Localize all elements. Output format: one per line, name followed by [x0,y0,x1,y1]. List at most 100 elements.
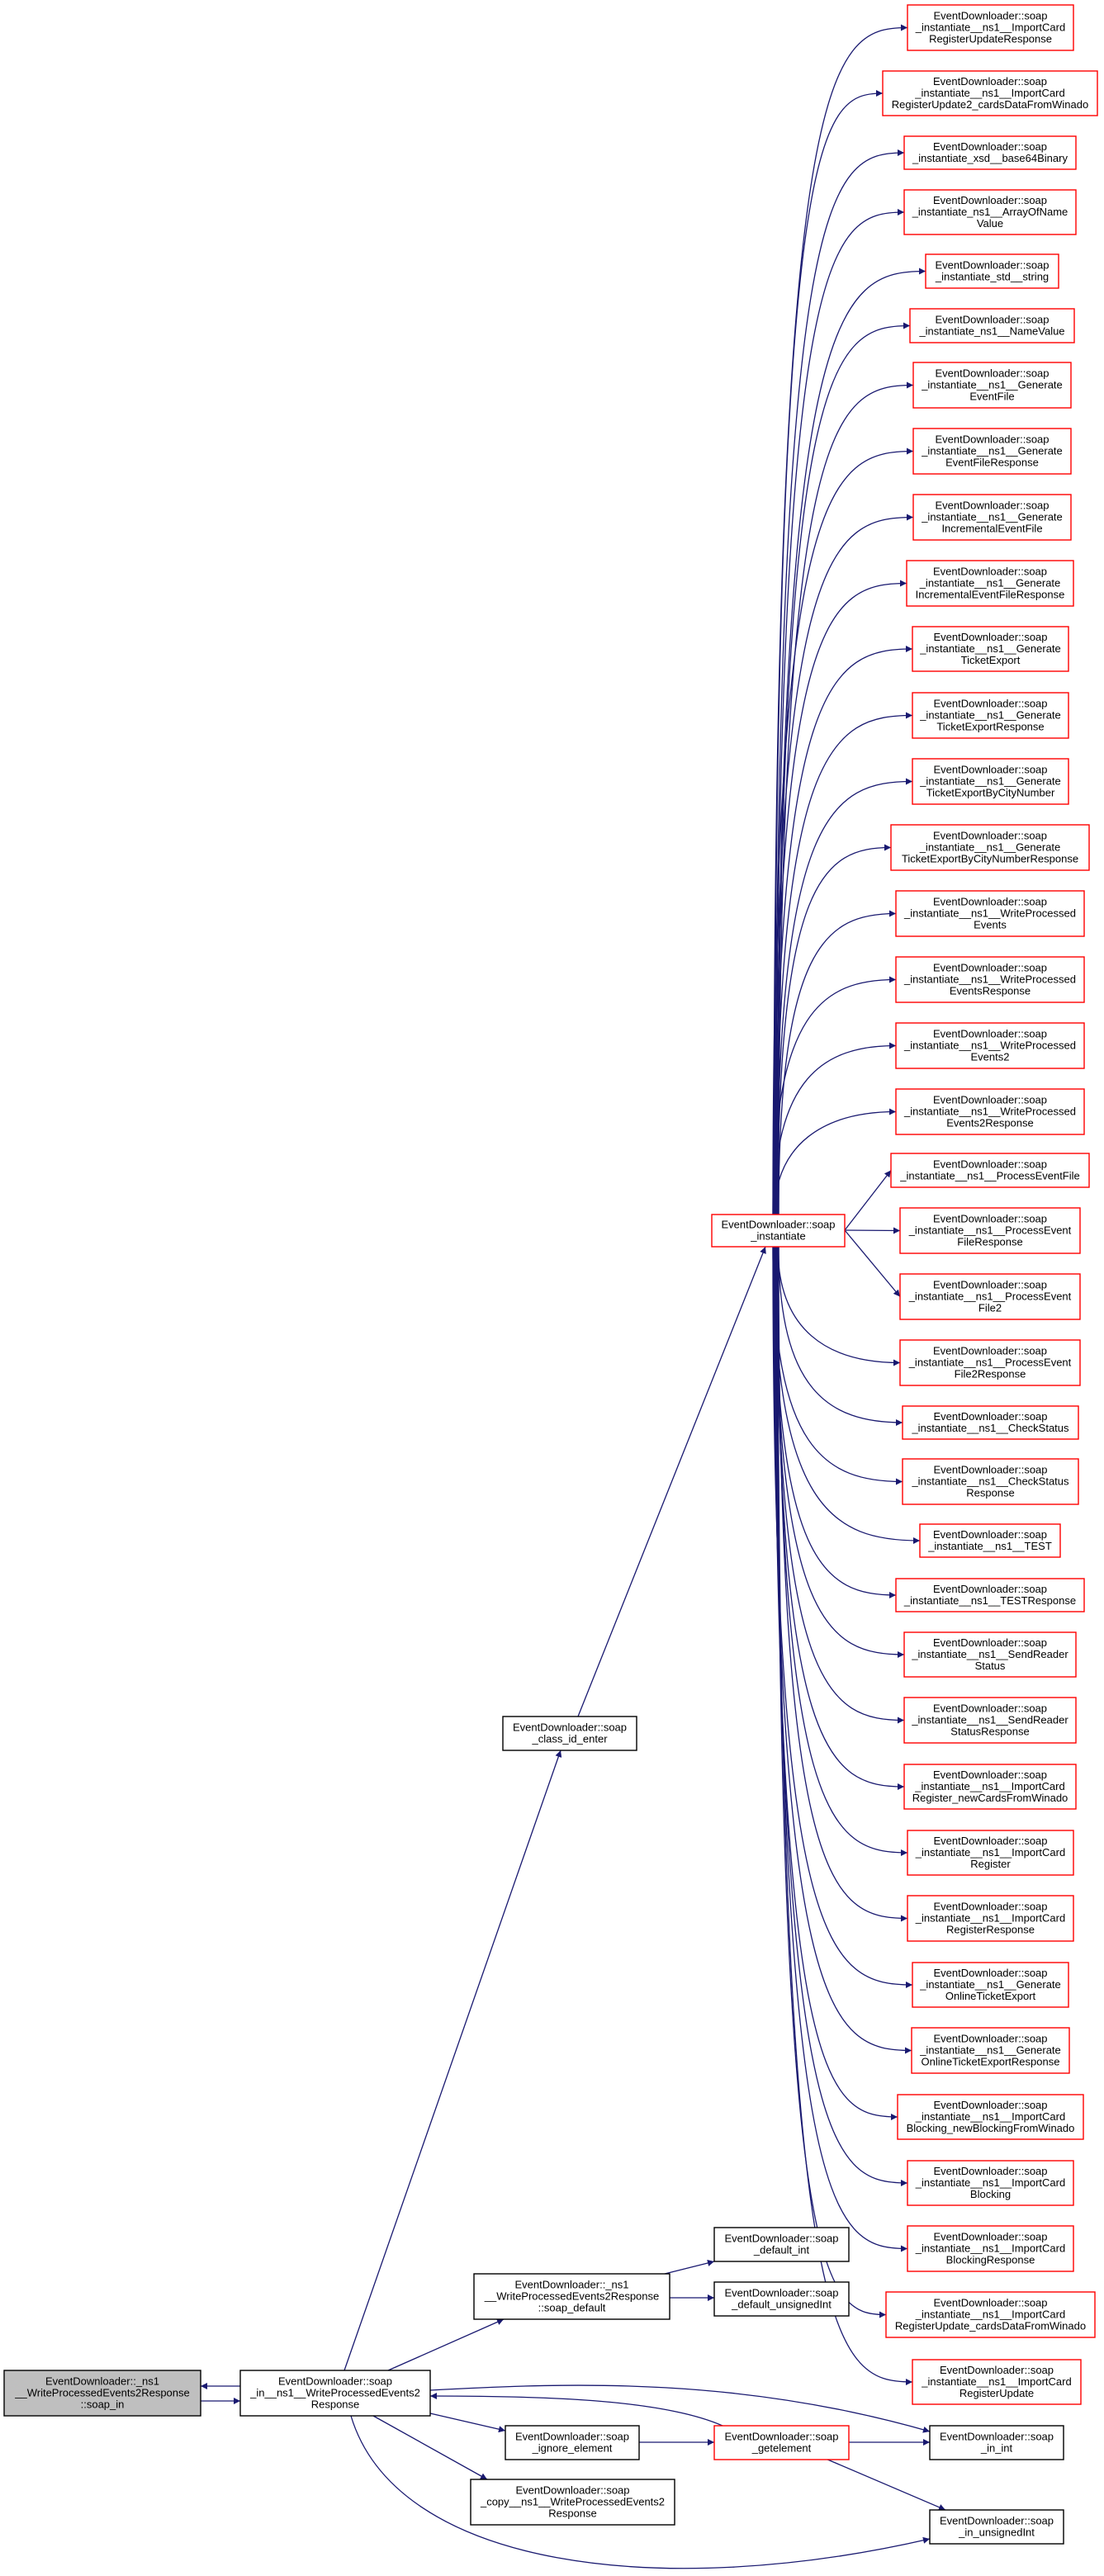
node-label-line: _instantiate_std__string [935,271,1049,283]
node-box [907,2160,1074,2206]
node-r31[interactable]: EventDownloader::soap_instantiate__ns1__… [907,1895,1074,1942]
node-box [239,2370,431,2417]
node-label-line: Response [311,2398,360,2411]
node-r27[interactable]: EventDownloader::soap_instantiate__ns1__… [903,1631,1077,1678]
node-box [895,1578,1085,1612]
node-instantiate[interactable]: EventDownloader::soap_instantiate [711,1214,846,1248]
node-r34[interactable]: EventDownloader::soap_instantiate__ns1__… [897,2094,1084,2140]
node-r19[interactable]: EventDownloader::soap_instantiate__ns1__… [890,1153,1090,1188]
node-default-int[interactable]: EventDownloader::soap_default_int [713,2227,850,2262]
node-label-line: EventDownloader::soap [933,2231,1047,2243]
node-soap-default[interactable]: EventDownloader::_ns1__WriteProcessedEve… [473,2273,670,2320]
node-label-line: _instantiate__ns1__ImportCard [915,2308,1065,2321]
node-label-line: _instantiate_xsd__base64Binary [912,152,1068,164]
node-box [903,135,1077,170]
node-r2[interactable]: EventDownloader::soap_instantiate__ns1__… [882,70,1098,116]
node-label-line: _instantiate__ns1__ProcessEvent [908,1290,1072,1303]
node-in-ns1[interactable]: EventDownloader::soap_in__ns1__WriteProc… [239,2370,431,2417]
node-label-line: EventDownloader::soap [724,2431,838,2443]
node-class-id-enter[interactable]: EventDownloader::soap_class_id_enter [502,1716,637,1751]
node-r10[interactable]: EventDownloader::soap_instantiate__ns1__… [906,560,1074,607]
node-box [912,362,1072,409]
node-label-line: EventDownloader::soap [513,1721,627,1734]
node-r14[interactable]: EventDownloader::soap_instantiate__ns1__… [890,824,1090,871]
node-label-line: EventDownloader::soap [933,1028,1047,1040]
node-copy[interactable]: EventDownloader::soap_copy__ns1__WritePr… [470,2479,675,2526]
edge-instantiate-to-r16 [772,976,897,1215]
node-label-line: _in__ns1__WriteProcessedEvents2 [249,2387,420,2399]
node-label-line: EventDownloader::soap [935,500,1049,512]
node-r7[interactable]: EventDownloader::soap_instantiate__ns1__… [912,362,1072,409]
node-label-line: BlockingResponse [946,2254,1035,2266]
node-label-line: EventDownloader::soap [935,433,1049,446]
node-r15[interactable]: EventDownloader::soap_instantiate__ns1__… [895,890,1085,937]
node-label-line: TicketExportResponse [936,721,1044,733]
node-r30[interactable]: EventDownloader::soap_instantiate__ns1__… [907,1830,1074,1876]
node-label-line: _copy__ns1__WriteProcessedEvents2 [480,2496,665,2508]
edge-instantiate-to-r1 [773,24,908,1215]
node-r22[interactable]: EventDownloader::soap_instantiate__ns1__… [899,1339,1081,1386]
node-r8[interactable]: EventDownloader::soap_instantiate__ns1__… [912,428,1072,475]
node-r21[interactable]: EventDownloader::soap_instantiate__ns1__… [899,1273,1081,1320]
edge-instantiate-to-r12 [775,712,913,1215]
node-label-line: Blocking_newBlockingFromWinado [907,2122,1075,2134]
node-label-line: Blocking [970,2188,1011,2200]
node-r32[interactable]: EventDownloader::soap_instantiate__ns1__… [912,1962,1069,2008]
node-label-line: EventFileResponse [945,457,1039,469]
node-r38[interactable]: EventDownloader::soap_instantiate__ns1__… [912,2359,1082,2405]
node-label-line: EventDownloader::soap [933,1835,1047,1847]
node-r3[interactable]: EventDownloader::soap_instantiate_xsd__b… [903,135,1077,170]
node-r12[interactable]: EventDownloader::soap_instantiate__ns1__… [912,692,1069,739]
node-r6[interactable]: EventDownloader::soap_instantiate_ns1__N… [909,308,1075,343]
node-box [906,560,1074,607]
node-label-line: IncrementalEventFileResponse [916,589,1065,601]
node-default-unsignedInt[interactable]: EventDownloader::soap_default_unsignedIn… [713,2281,850,2317]
edge-instantiate-to-r17 [773,1042,897,1215]
edge-instantiate-to-r27 [775,1246,905,1658]
node-label-line: RegisterResponse [946,1924,1035,1936]
node-label-line: EventDownloader::soap [935,314,1049,326]
node-r4[interactable]: EventDownloader::soap_instantiate_ns1__A… [903,189,1077,235]
node-r11[interactable]: EventDownloader::soap_instantiate__ns1__… [912,626,1069,672]
node-ignore-element[interactable]: EventDownloader::soap_ignore_element [505,2425,640,2460]
node-r26[interactable]: EventDownloader::soap_instantiate__ns1__… [895,1578,1085,1612]
node-label-line: _class_id_enter [531,1733,608,1745]
node-r25[interactable]: EventDownloader::soap_instantiate__ns1__… [919,1523,1061,1558]
node-r16[interactable]: EventDownloader::soap_instantiate__ns1__… [895,956,1085,1003]
node-r37[interactable]: EventDownloader::soap_instantiate__ns1__… [885,2291,1096,2338]
node-r17[interactable]: EventDownloader::soap_instantiate__ns1__… [895,1022,1085,1069]
node-r29[interactable]: EventDownloader::soap_instantiate__ns1__… [903,1764,1077,1810]
node-r13[interactable]: EventDownloader::soap_instantiate__ns1__… [912,758,1069,805]
node-label-line: EventDownloader::soap [933,1636,1047,1649]
node-label-line: EventDownloader::soap [933,2297,1047,2309]
node-label-line: EventDownloader::soap [278,2375,392,2388]
node-label-line: EventDownloader::soap [933,1094,1047,1106]
node-box [899,1273,1081,1320]
node-in-unsignedInt[interactable]: EventDownloader::soap_in_unsignedInt [929,2509,1064,2545]
node-label-line: EventDownloader::soap [935,367,1049,380]
node-box [897,2094,1084,2140]
node-box [909,308,1075,343]
node-r35[interactable]: EventDownloader::soap_instantiate__ns1__… [907,2160,1074,2206]
node-r5[interactable]: EventDownloader::soap_instantiate_std__s… [925,253,1059,289]
node-r28[interactable]: EventDownloader::soap_instantiate__ns1__… [903,1697,1077,1744]
node-getelement[interactable]: EventDownloader::soap_getelement [713,2425,850,2460]
node-in-int[interactable]: EventDownloader::soap_in_int [929,2425,1064,2460]
node-label-line: _instantiate__ns1__SendReader [911,1648,1068,1660]
node-label-line: _instantiate__ns1__Generate [921,445,1063,457]
node-r18[interactable]: EventDownloader::soap_instantiate__ns1__… [895,1088,1085,1135]
node-r33[interactable]: EventDownloader::soap_instantiate__ns1__… [911,2027,1070,2074]
node-r1[interactable]: EventDownloader::soap_instantiate__ns1__… [907,4,1074,51]
edge-getelement-to-in_unsignedInt [825,2458,946,2511]
node-r23[interactable]: EventDownloader::soap_instantiate__ns1__… [902,1405,1079,1440]
node-box [902,1405,1079,1440]
node-r24[interactable]: EventDownloader::soap_instantiate__ns1__… [902,1458,1079,1505]
node-box [473,2273,670,2320]
node-r36[interactable]: EventDownloader::soap_instantiate__ns1__… [907,2225,1074,2272]
node-r20[interactable]: EventDownloader::soap_instantiate__ns1__… [899,1207,1081,1254]
edge-in_ns1-to-soap_default [387,2318,505,2371]
node-soap-in[interactable]: EventDownloader::_ns1__WriteProcessedEve… [3,2370,201,2417]
node-r9[interactable]: EventDownloader::soap_instantiate__ns1__… [912,494,1072,541]
edge-instantiate-to-r7 [778,381,914,1215]
node-label-line: _instantiate__ns1__TEST [927,1540,1052,1552]
